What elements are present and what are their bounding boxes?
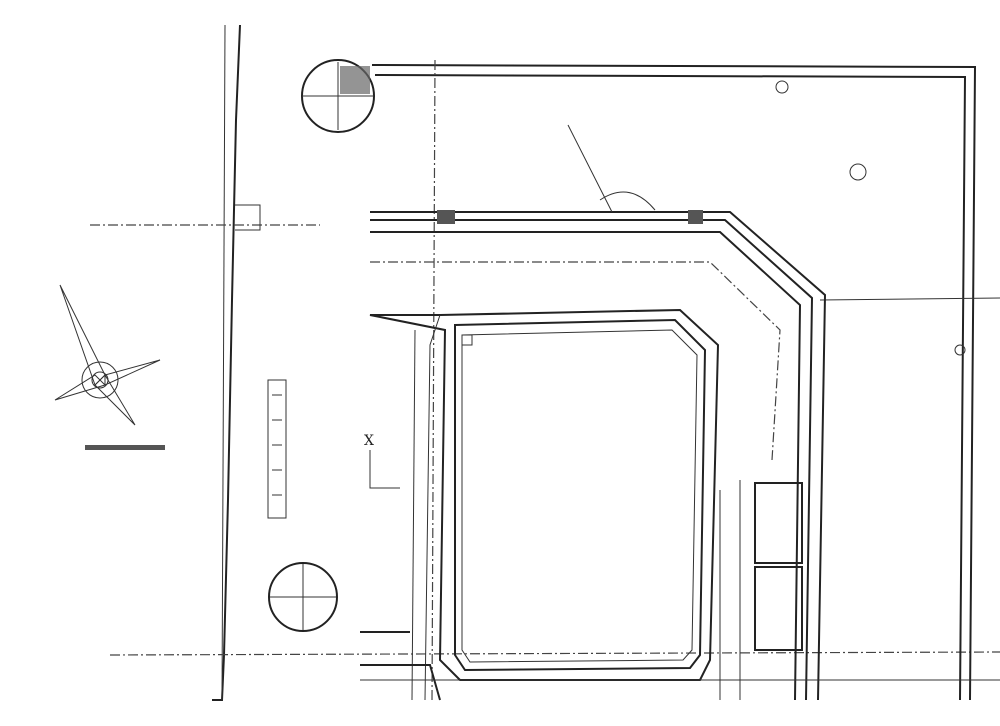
compass-rose-icon [54,284,161,426]
building-outline [369,308,720,701]
upper-wall [370,124,827,701]
bottom-road [360,631,1000,701]
compass-caption [85,445,165,450]
left-road-boundary [90,24,1000,701]
lot-boundary [371,59,1000,701]
section-label-box [267,379,287,519]
axis-marker: X [364,433,400,489]
side-rooms [719,480,803,700]
axis-label-x: X [364,433,374,449]
detail-circle-top [301,59,375,133]
detail-circle-bottom [268,562,338,632]
